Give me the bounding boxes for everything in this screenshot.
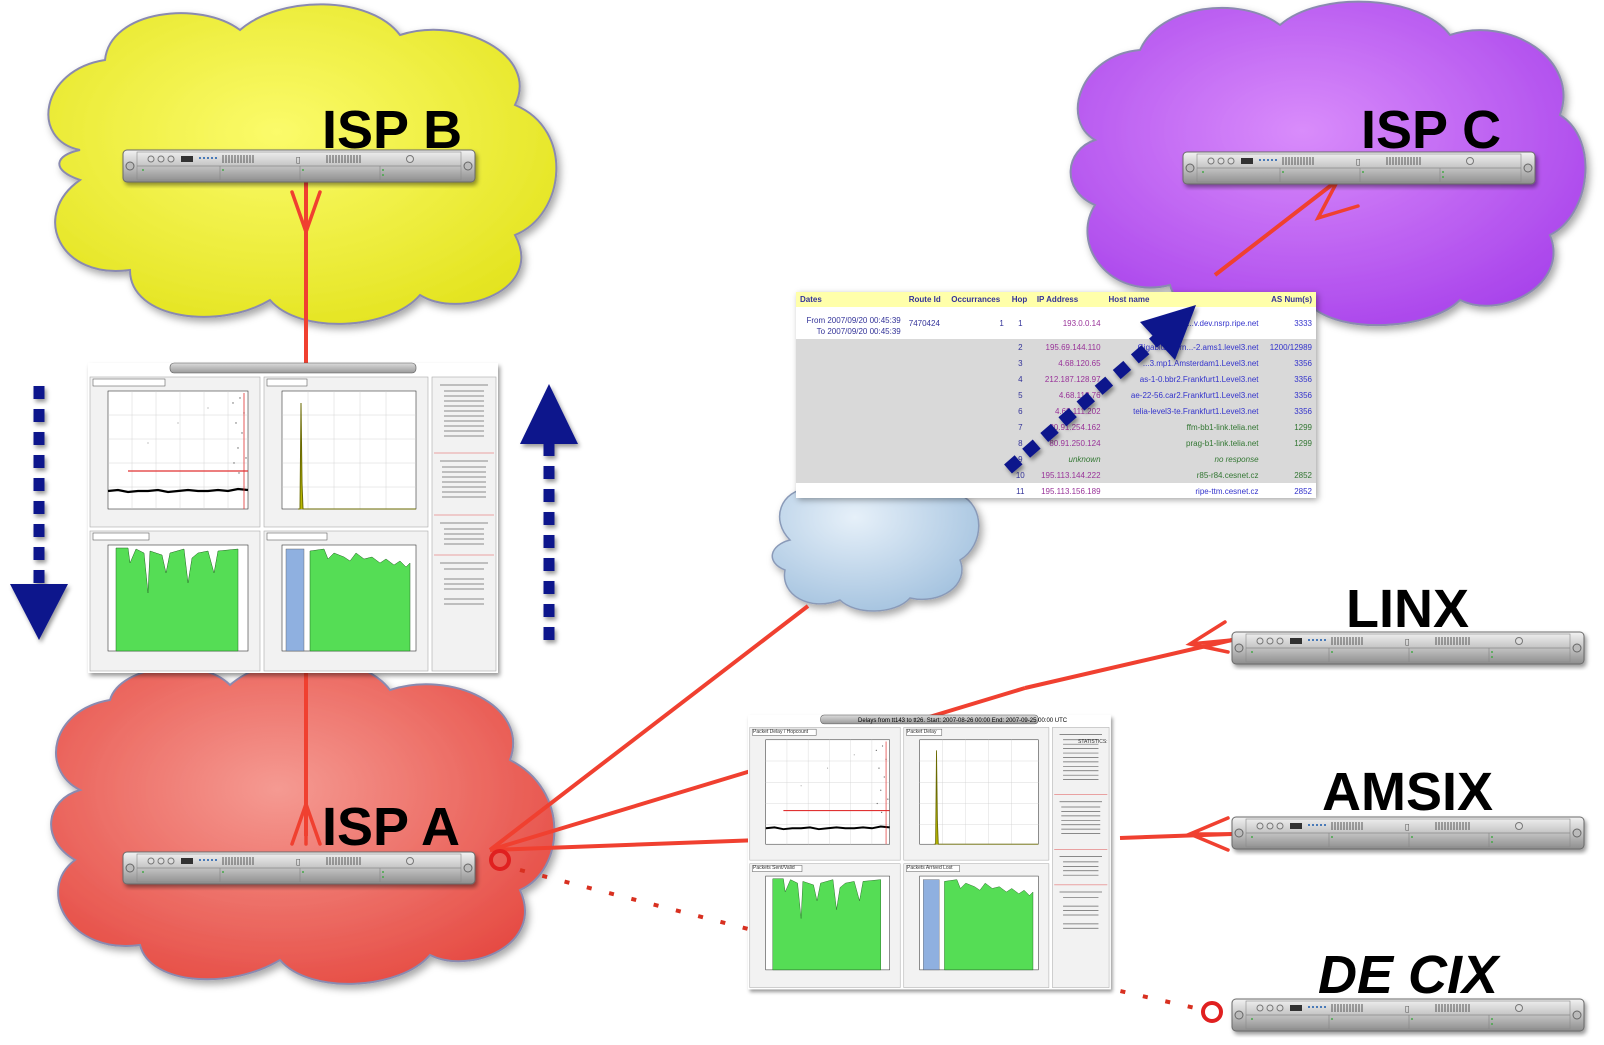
link-endpoint-circle	[489, 849, 511, 871]
hop-as: 3356	[1262, 387, 1316, 403]
hop-number: 9	[1007, 451, 1033, 467]
table-row: From 2007/09/20 00:45:39 To 2007/09/20 0…	[796, 307, 1316, 339]
linx-label: LINX	[1346, 579, 1469, 639]
occurrances: 1	[947, 307, 1008, 339]
col-dates[interactable]: Dates	[796, 292, 905, 307]
isp-c-label: ISP C	[1361, 100, 1501, 160]
hop-as	[1262, 451, 1316, 467]
panel-delay-label: Packet Delay	[907, 729, 937, 735]
table-row: 10 195.113.144.222 r85-r84.cesnet.cz 285…	[796, 467, 1316, 483]
table-row: 4 212.187.128.97 as-1-0.bbr2.Frankfurt1.…	[796, 371, 1316, 387]
route-id[interactable]: 7470424	[904, 307, 948, 339]
hop-as: 1299	[1262, 419, 1316, 435]
hop-number: 10	[1007, 467, 1033, 483]
hop-number: 7	[1007, 419, 1033, 435]
table-row: 8 80.91.250.124 prag-b1-link.telia.net 1…	[796, 435, 1316, 451]
from-label: From	[806, 316, 826, 325]
col-occurrances[interactable]: Occurrances	[947, 292, 1008, 307]
table-row: 3 4.68.120.65 ...3.mp1.Amsterdam1.Level3…	[796, 355, 1316, 371]
amsix-label: AMSIX	[1322, 762, 1493, 822]
table-row: 9 unknown no response	[796, 451, 1316, 467]
dashed-arrow-down	[10, 386, 68, 640]
table-row: 11 195.113.156.189 ripe-ttm.cesnet.cz 28…	[796, 483, 1316, 499]
panel-lost-label: Packets Arrived Lost	[907, 865, 953, 871]
traceroute-table: Dates Route Id Occurrances Hop IP Addres…	[796, 292, 1316, 498]
table-row: 2 195.69.144.110 GigabitEthern...-2.ams1…	[796, 339, 1316, 355]
from-value: 2007/09/20 00:45:39	[827, 316, 901, 325]
hop-ip: 4.68.111.202	[1032, 403, 1105, 419]
hop-ip: 193.0.0.14	[1032, 307, 1105, 339]
hop-number: 1	[1007, 307, 1033, 339]
hop-host: GigabitEthern...-2.ams1.level3.net	[1104, 339, 1263, 355]
col-host-name[interactable]: Host name	[1104, 292, 1263, 307]
hop-as: 3333	[1262, 307, 1316, 339]
hop-as: 3356	[1262, 371, 1316, 387]
link-endpoint-circle	[1201, 1001, 1223, 1023]
to-label: To	[816, 327, 826, 336]
dashed-arrow-up	[520, 384, 578, 640]
hop-ip: unknown	[1032, 451, 1105, 467]
delay-report-title: Delays from tt143 to tt26. Start: 2007-0…	[858, 718, 1068, 724]
hop-as: 3356	[1262, 355, 1316, 371]
hop-number: 5	[1007, 387, 1033, 403]
traceroute-header-row: Dates Route Id Occurrances Hop IP Addres…	[796, 292, 1316, 307]
hop-host: ...3.mp1.Amsterdam1.Level3.net	[1104, 355, 1263, 371]
hop-host: ...v.dev.nsrp.ripe.net	[1104, 307, 1263, 339]
hop-number: 11	[1016, 486, 1025, 496]
hop-as: 3356	[1262, 403, 1316, 419]
date-range: From 2007/09/20 00:45:39 To 2007/09/20 0…	[796, 307, 905, 339]
hop-host: as-1-0.bbr2.Frankfurt1.Level3.net	[1104, 371, 1263, 387]
hop-ip: 195.113.144.222	[1032, 467, 1105, 483]
cloud-isp-a	[50, 658, 556, 985]
isp-a-label: ISP A	[322, 797, 460, 857]
crows-foot-markers	[290, 178, 1360, 852]
hop-host: telia-level3-te.Frankfurt1.Level3.net	[1104, 403, 1263, 419]
col-as-num[interactable]: AS Num(s)	[1262, 292, 1316, 307]
hop-as: 1299	[1262, 435, 1316, 451]
hop-as: 2852	[1294, 486, 1312, 496]
hop-as: 1200/12989	[1262, 339, 1316, 355]
col-hop[interactable]: Hop	[1007, 292, 1033, 307]
hop-number: 2	[1007, 339, 1033, 355]
to-value: 2007/09/20 00:45:39	[827, 327, 901, 336]
hop-host: prag-b1-link.telia.net	[1104, 435, 1263, 451]
dotted-link	[519, 868, 1196, 1010]
table-row: 5 4.68.118.76 ae-22-56.car2.Frankfurt1.L…	[796, 387, 1316, 403]
panel-sent-label: Packets Sent/Valid	[753, 865, 795, 871]
hop-number: 8	[1007, 435, 1033, 451]
hop-number: 6	[1007, 403, 1033, 419]
table-row: 7 80.91.254.162 ffm-bb1-link.telia.net 1…	[796, 419, 1316, 435]
delay-report-exchanges	[747, 714, 1112, 991]
hop-as: 2852	[1262, 467, 1316, 483]
hop-ip: 80.91.250.124	[1032, 435, 1105, 451]
hop-ip: 212.187.128.97	[1032, 371, 1105, 387]
hop-host: ripe-ttm.cesnet.cz	[1195, 486, 1259, 496]
hop-ip: 4.68.120.65	[1032, 355, 1105, 371]
hop-host: no response	[1104, 451, 1263, 467]
table-row: 6 4.68.111.202 telia-level3-te.Frankfurt…	[796, 403, 1316, 419]
col-route-id[interactable]: Route Id	[904, 292, 948, 307]
stats-title: STATISTICS:	[1078, 739, 1108, 745]
isp-b-label: ISP B	[322, 100, 462, 160]
hop-ip: 80.91.254.162	[1032, 419, 1105, 435]
hop-ip: 195.113.156.189	[1041, 486, 1101, 496]
hop-host: r85-r84.cesnet.cz	[1104, 467, 1263, 483]
hop-host: ffm-bb1-link.telia.net	[1104, 419, 1263, 435]
col-ip-address[interactable]: IP Address	[1032, 292, 1105, 307]
decix-label: DE CIX	[1318, 945, 1501, 1005]
hop-ip: 4.68.118.76	[1032, 387, 1105, 403]
hop-number: 3	[1007, 355, 1033, 371]
delay-report-isp-b	[86, 361, 500, 675]
panel-hopcount-label: Packet Delay / Hopcount	[753, 729, 809, 735]
hop-host: ae-22-56.car2.Frankfurt1.Level3.net	[1104, 387, 1263, 403]
hop-number: 4	[1007, 371, 1033, 387]
hop-ip: 195.69.144.110	[1032, 339, 1105, 355]
